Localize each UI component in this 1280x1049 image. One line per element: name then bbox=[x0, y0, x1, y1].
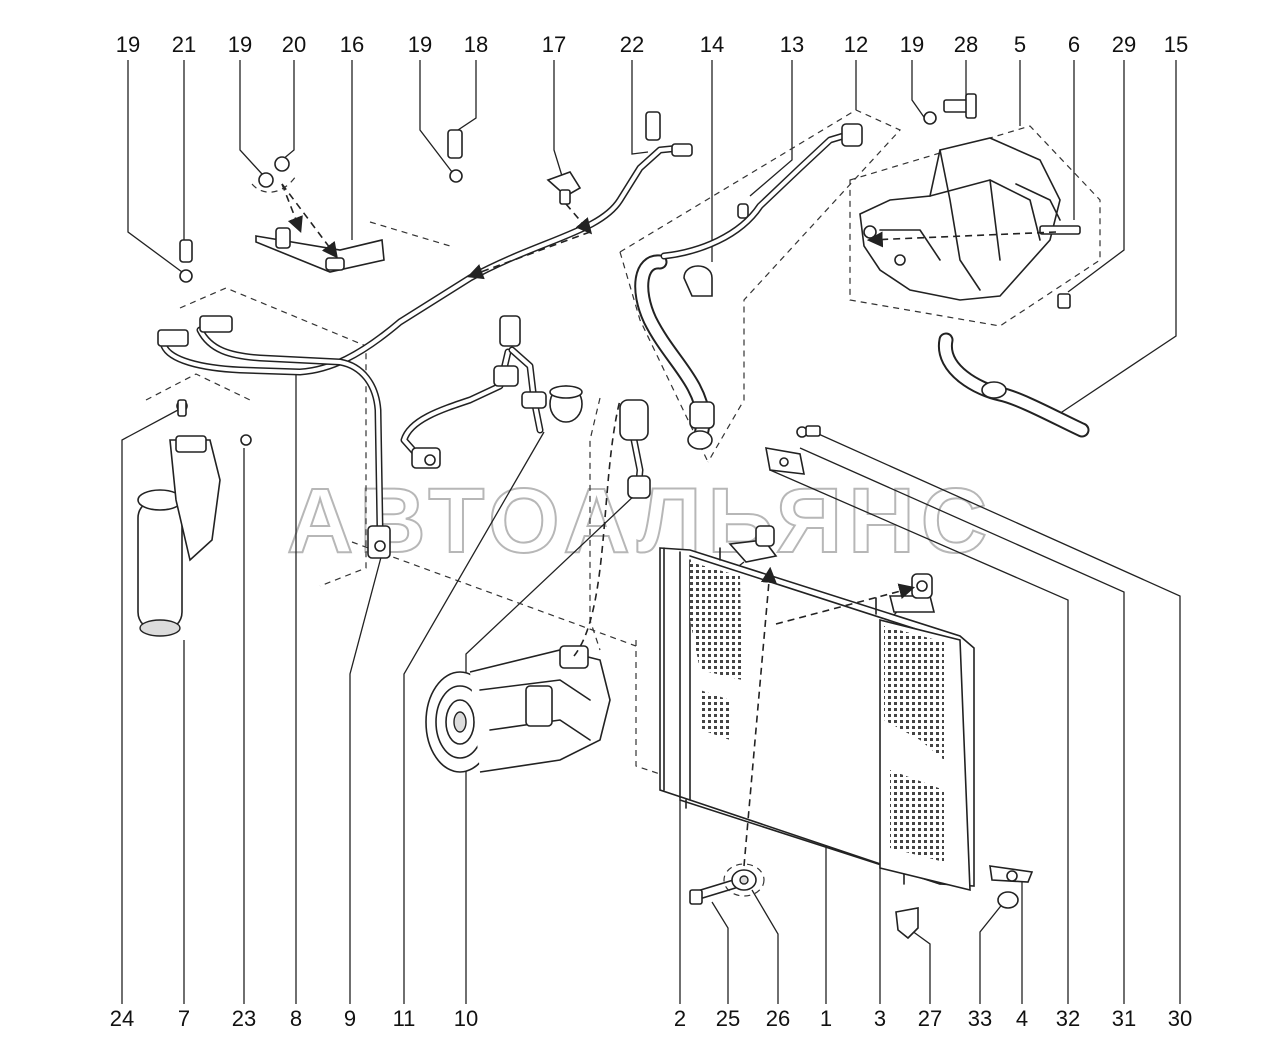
callouts-top: 19 21 19 20 16 19 18 17 22 14 13 12 19 2… bbox=[116, 32, 1188, 57]
callout-29: 29 bbox=[1112, 32, 1136, 57]
hose-13 bbox=[634, 123, 863, 450]
callout-13: 13 bbox=[780, 32, 804, 57]
callout-21: 21 bbox=[172, 32, 196, 57]
callout-19-b: 19 bbox=[228, 32, 252, 57]
callout-3: 3 bbox=[874, 1006, 886, 1031]
callouts-bottom: 24 7 23 8 9 11 10 2 25 26 1 3 27 33 4 32… bbox=[110, 1006, 1192, 1031]
callout-15: 15 bbox=[1164, 32, 1188, 57]
callout-32: 32 bbox=[1056, 1006, 1080, 1031]
callout-16: 16 bbox=[340, 32, 364, 57]
callout-20: 20 bbox=[282, 32, 306, 57]
callout-24: 24 bbox=[110, 1006, 134, 1031]
drain-hose-15 bbox=[938, 332, 1090, 438]
callout-6: 6 bbox=[1068, 32, 1080, 57]
condenser-1 bbox=[659, 525, 975, 892]
evaporator-housing-5 bbox=[859, 93, 1081, 309]
callout-31: 31 bbox=[1112, 1006, 1136, 1031]
callout-17: 17 bbox=[542, 32, 566, 57]
callout-26: 26 bbox=[766, 1006, 790, 1031]
callout-22: 22 bbox=[620, 32, 644, 57]
callout-25: 25 bbox=[716, 1006, 740, 1031]
callout-18: 18 bbox=[464, 32, 488, 57]
callout-9: 9 bbox=[344, 1006, 356, 1031]
assembly-arrows bbox=[251, 175, 1057, 897]
callout-23: 23 bbox=[232, 1006, 256, 1031]
callout-11: 11 bbox=[393, 1006, 416, 1031]
clamp-14 bbox=[683, 265, 713, 297]
receiver-dryer-7 bbox=[137, 399, 252, 637]
callout-33: 33 bbox=[968, 1006, 992, 1031]
callout-28: 28 bbox=[954, 32, 978, 57]
pipe-fittings bbox=[157, 111, 693, 559]
compressor bbox=[425, 399, 621, 773]
leader-lines-top bbox=[127, 60, 1177, 417]
callout-19-d: 19 bbox=[900, 32, 924, 57]
callout-2: 2 bbox=[674, 1006, 686, 1031]
callout-7: 7 bbox=[178, 1006, 190, 1031]
callout-5: 5 bbox=[1014, 32, 1026, 57]
callout-19-a: 19 bbox=[116, 32, 140, 57]
pipe-line-22 bbox=[160, 144, 684, 376]
callout-1: 1 bbox=[820, 1006, 832, 1031]
callout-30: 30 bbox=[1168, 1006, 1192, 1031]
callout-10: 10 bbox=[454, 1006, 478, 1031]
pipe-line-9 bbox=[400, 348, 512, 462]
callout-8: 8 bbox=[290, 1006, 302, 1031]
callout-19-c: 19 bbox=[408, 32, 432, 57]
leader-lines-bottom bbox=[121, 372, 1181, 1004]
callout-12: 12 bbox=[844, 32, 868, 57]
callout-27: 27 bbox=[918, 1006, 942, 1031]
lower-fasteners bbox=[689, 425, 1034, 940]
callout-14: 14 bbox=[700, 32, 724, 57]
bracket-16 bbox=[179, 129, 582, 283]
callout-4: 4 bbox=[1016, 1006, 1028, 1031]
pipe-line-8 bbox=[196, 326, 384, 534]
